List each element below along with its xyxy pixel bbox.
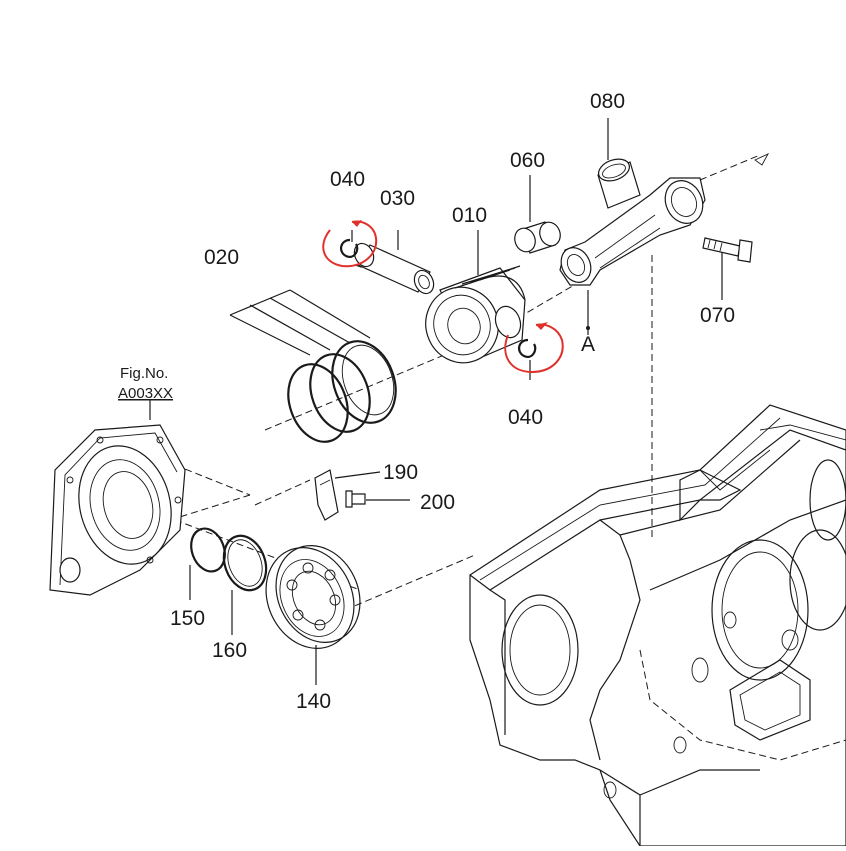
callout-040-top: 040 — [330, 168, 365, 191]
callout-140: 140 — [296, 690, 331, 713]
retainer-plate — [314, 469, 381, 521]
piston — [425, 230, 526, 364]
piston-ring-set — [229, 289, 397, 443]
figure-ref-label: Fig.No. — [120, 365, 168, 382]
snap-ring-upper — [340, 230, 359, 258]
callout-200: 200 — [420, 491, 455, 514]
reference-mark-a: A — [581, 333, 595, 356]
callout-040-bottom: 040 — [508, 406, 543, 429]
snap-ring-150 — [189, 527, 226, 600]
connecting-rod-bolt — [702, 237, 753, 300]
callout-010: 010 — [452, 204, 487, 227]
o-ring-160 — [222, 534, 268, 635]
big-end-bearing — [597, 118, 641, 209]
callout-070: 070 — [700, 304, 735, 327]
snap-ring-lower — [518, 338, 537, 380]
callout-060: 060 — [510, 149, 545, 172]
highlight-marks — [322, 220, 564, 374]
callout-150: 150 — [170, 607, 205, 630]
callout-080: 080 — [590, 90, 625, 113]
callout-030: 030 — [380, 187, 415, 210]
piston-pin — [353, 230, 435, 295]
ball-bearing — [265, 545, 361, 685]
direction-arrow-icon — [754, 153, 770, 166]
callout-160: 160 — [212, 639, 247, 662]
retainer-screw — [345, 490, 410, 508]
crankcase-housing — [469, 404, 846, 847]
flange-plate — [49, 400, 186, 596]
callout-020: 020 — [204, 246, 239, 269]
connecting-rod — [559, 177, 706, 335]
figure-ref-code: A003XX — [118, 385, 173, 402]
small-end-bushing — [514, 175, 561, 254]
callout-190: 190 — [383, 461, 418, 484]
